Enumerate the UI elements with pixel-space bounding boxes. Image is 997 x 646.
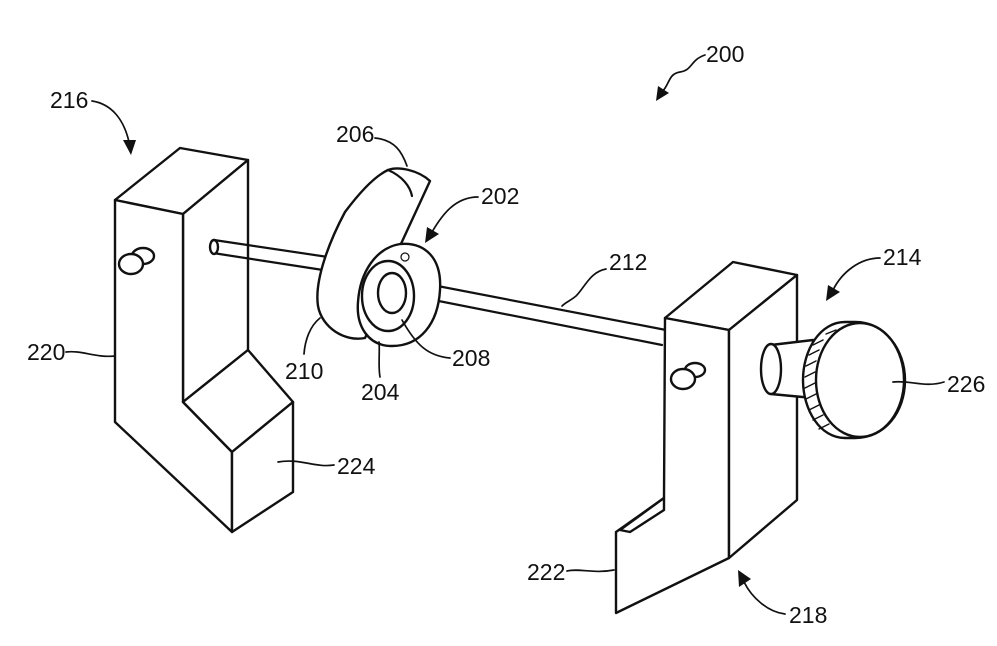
label-200: 200 [706,41,744,67]
label-226: 226 [947,371,985,397]
eccentric-lever [316,167,442,348]
knob-face [814,321,906,439]
label-214: 214 [883,244,922,270]
arrowhead-202 [425,227,439,243]
leader-214 [832,257,881,291]
left-pin [117,246,156,276]
arrowhead-216 [123,140,136,155]
label-206: 206 [336,121,374,147]
leader-216 [91,100,130,143]
knob-knurling [804,329,837,430]
left-foot-side-face [230,400,295,534]
label-222: 222 [527,559,565,585]
right-foot [618,496,666,534]
right-pin [669,361,707,391]
lever-body [316,167,432,340]
knob [759,320,907,440]
arrowhead-218 [738,570,751,587]
label-212: 212 [609,249,647,275]
leader-206 [374,137,408,167]
label-202: 202 [481,183,519,209]
right-block-front-face [614,316,731,615]
leader-220 [65,350,116,358]
label-220: 220 [27,339,65,365]
leader-226 [892,380,945,386]
arrowhead-214 [826,285,840,301]
leader-210 [303,317,321,355]
leader-218 [743,581,786,615]
reference-numerals: 200 216 206 202 212 214 220 210 204 208 … [27,41,985,628]
leader-lines [65,54,945,615]
leader-204 [378,341,381,378]
left-block [113,146,295,534]
label-210: 210 [285,358,323,384]
label-218: 218 [789,602,827,628]
label-224: 224 [337,453,376,479]
leader-212 [561,268,607,307]
label-204: 204 [361,379,400,405]
leader-224 [277,460,335,467]
label-208: 208 [452,345,490,371]
leader-202 [431,196,479,233]
label-216: 216 [50,87,88,113]
leader-222 [566,569,615,573]
right-block [614,260,799,615]
leader-200 [661,54,706,93]
arrowhead-200 [656,86,669,101]
bore [376,271,408,315]
leader-208 [401,319,451,359]
